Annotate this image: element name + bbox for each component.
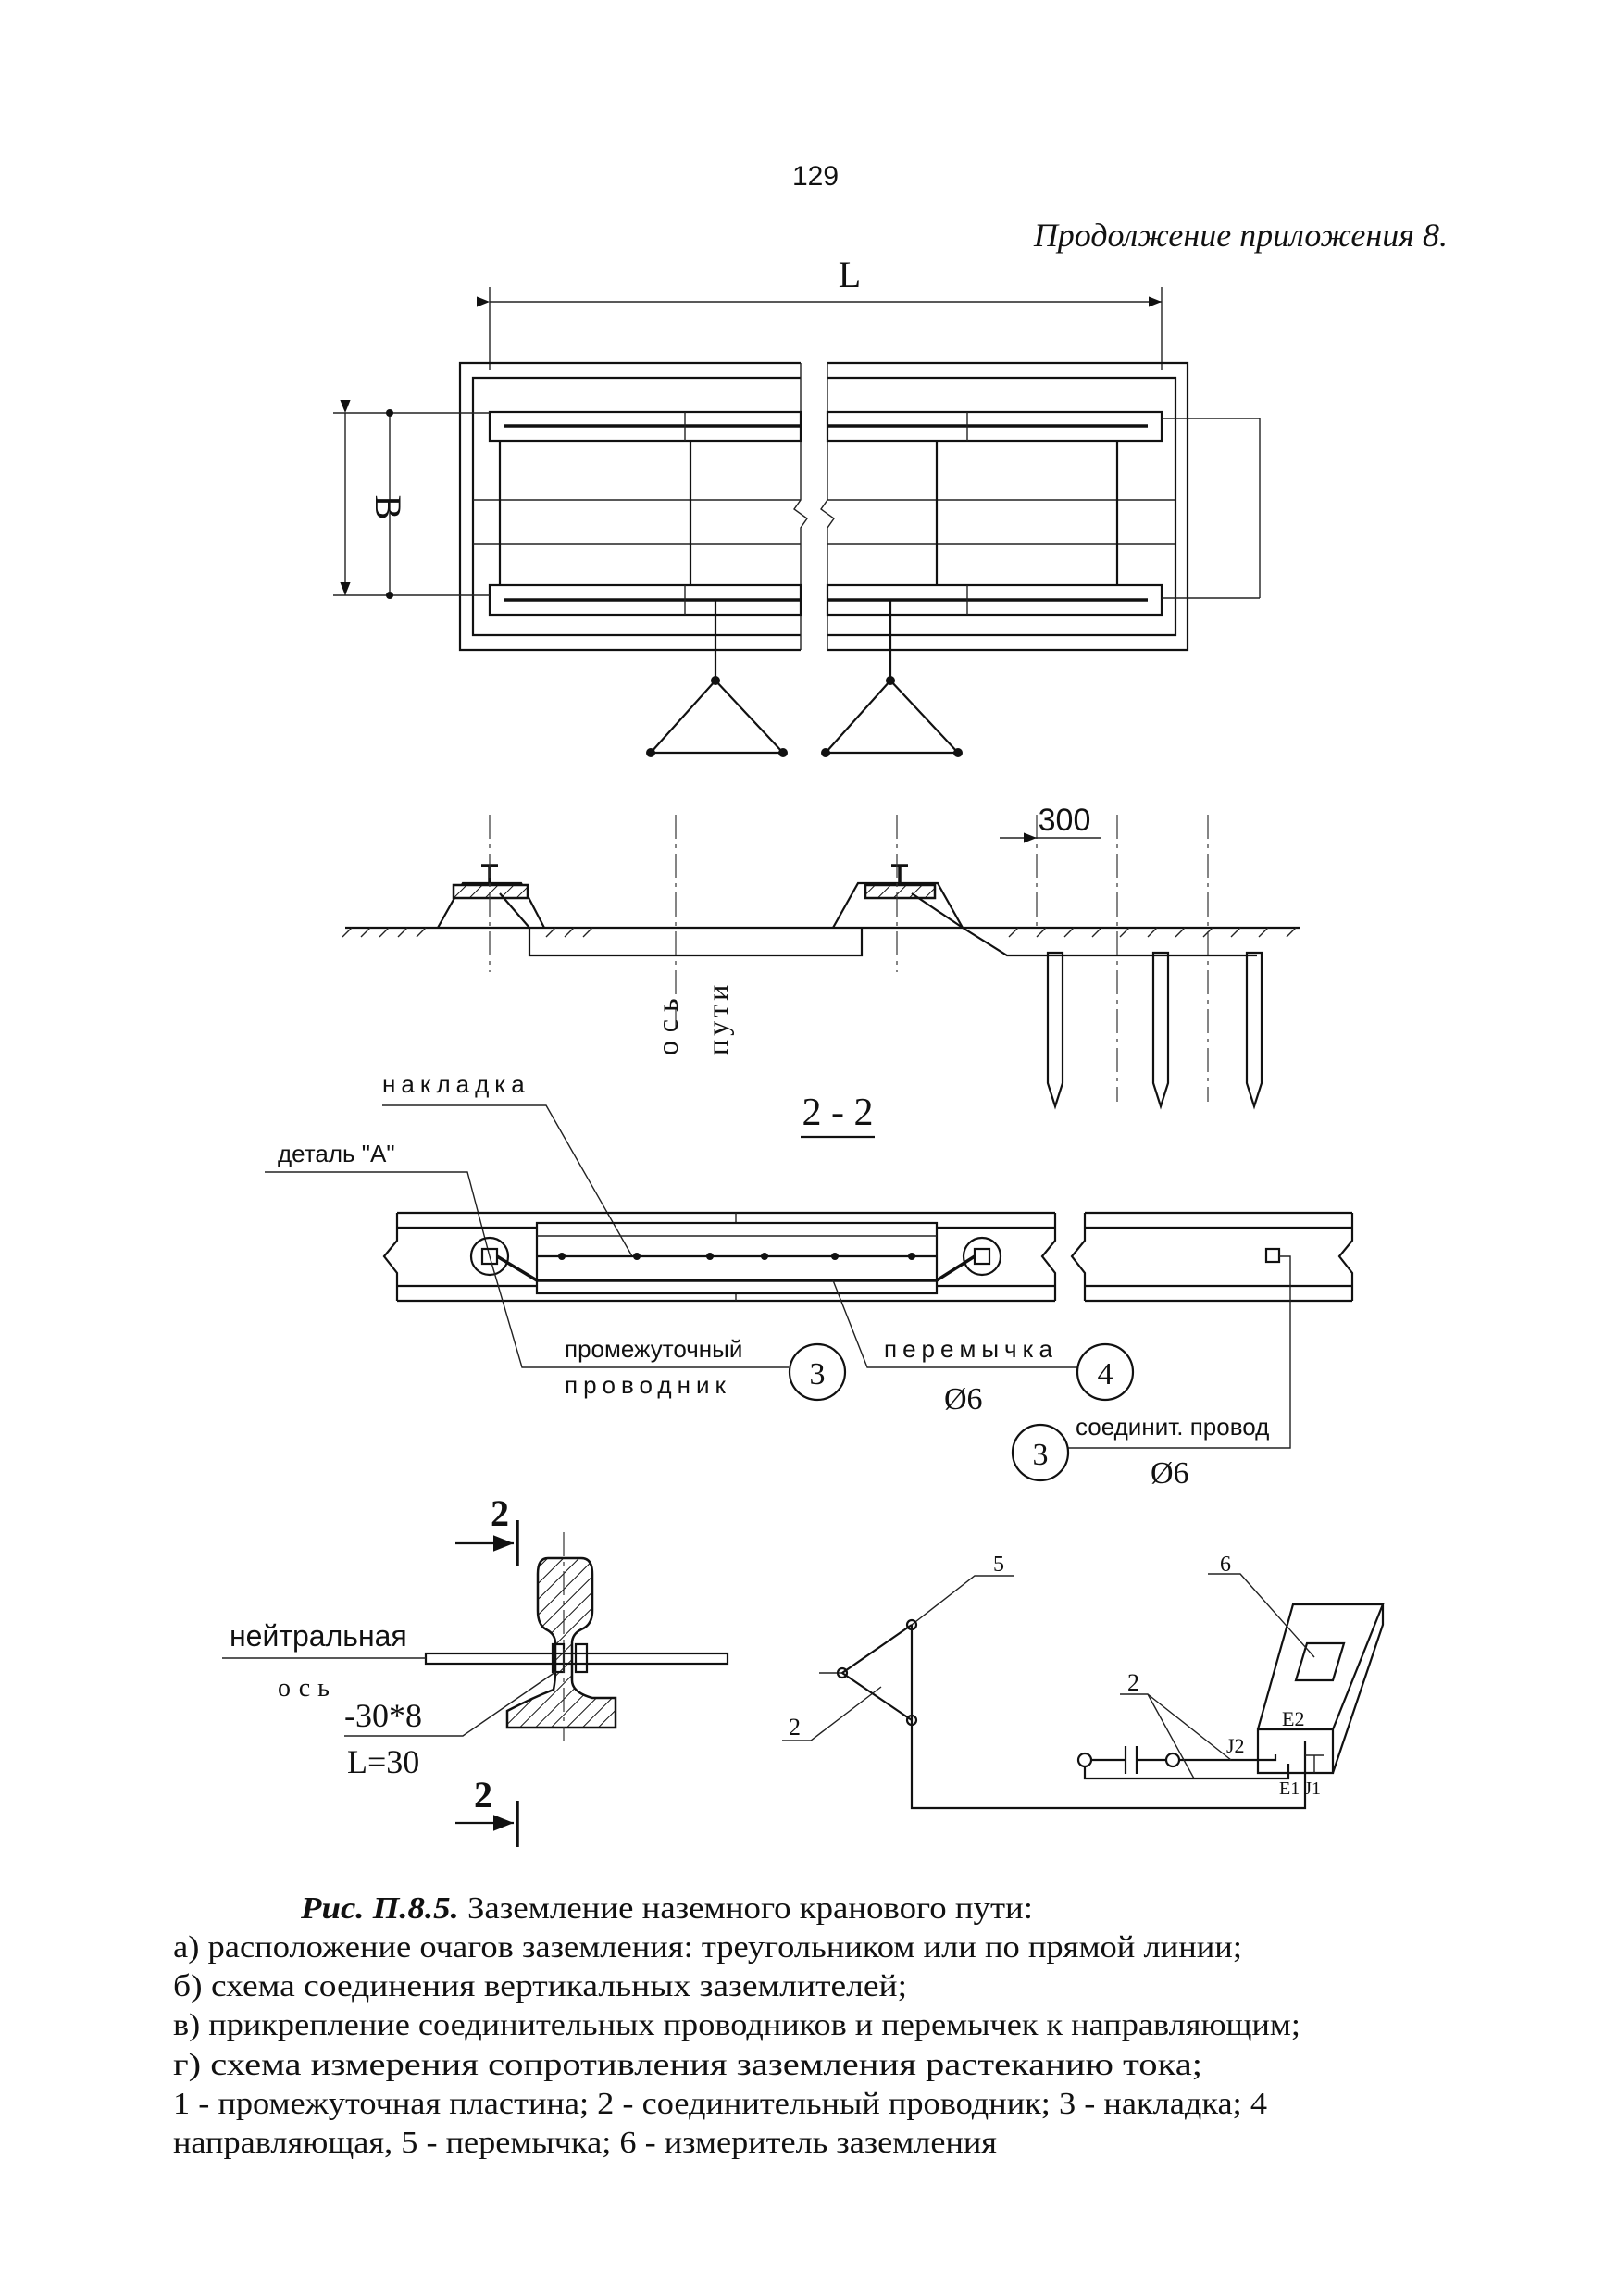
terminal-j2: J2 xyxy=(1226,1734,1245,1757)
caption-line-d: г) схема измерения сопротивления заземле… xyxy=(173,2048,1202,2082)
figure-reference: Рис. П.8.5. xyxy=(300,1891,459,1926)
measurement-scheme: 5 2 2 J2 E2 E1 J1 6 xyxy=(782,1553,1385,1810)
connector-diameter: Ø6 xyxy=(1151,1456,1189,1491)
plan-view: L xyxy=(333,254,1261,757)
callout-3-text: 3 xyxy=(810,1357,826,1391)
cut-mark-bottom: 2 xyxy=(474,1774,492,1816)
label-6: 6 xyxy=(1220,1553,1231,1577)
callout-3b-text: 3 xyxy=(1033,1438,1049,1472)
detail-a-label: деталь "А" xyxy=(278,1140,395,1167)
rail-top xyxy=(488,410,1163,443)
figure-title: Заземление наземного кранового пути: xyxy=(459,1891,1033,1926)
label-5: 5 xyxy=(993,1553,1004,1577)
label-2a: 2 xyxy=(789,1714,801,1741)
callout-4-text: 4 xyxy=(1098,1357,1113,1391)
track-axis-label-2: пути xyxy=(701,981,734,1055)
continuation-heading: Продолжение приложения 8. xyxy=(1033,217,1448,254)
track-axis-label-1: ось xyxy=(651,991,684,1055)
caption-legend-1: 1 - промежуточная пластина; 2 - соединит… xyxy=(173,2087,1267,2121)
caption-line-c: в) прикрепление соединительных проводник… xyxy=(173,2008,1300,2042)
caption-title: Рис. П.8.5. Заземление наземного краново… xyxy=(300,1891,1033,1926)
plate-size-label: -30*8 xyxy=(344,1697,422,1734)
figure-caption: Рис. П.8.5. Заземление наземного краново… xyxy=(173,1891,1300,2160)
callout-3-connector xyxy=(1011,1423,1070,1482)
dimension-length: L xyxy=(839,254,861,295)
page-number: 129 xyxy=(792,161,839,192)
intermediate-conductor-label-2: проводник xyxy=(565,1371,731,1399)
dimension-width: B xyxy=(367,495,409,520)
section-title: 2 - 2 xyxy=(802,1092,874,1134)
section-2-2: 2 - 2 накладка деталь "А" 3 промежуточны… xyxy=(265,1070,1354,1491)
ground-resistance-meter xyxy=(1256,1603,1385,1775)
neutral-axis-label-2: ось xyxy=(278,1674,337,1703)
rail-cross-section: 2 нейтральная ось -30*8 L=30 2 xyxy=(222,1492,729,1847)
label-2b: 2 xyxy=(1127,1669,1139,1696)
caption-line-b: б) схема соединения вертикальных заземли… xyxy=(173,1969,907,2003)
terminal-e2: E2 xyxy=(1282,1707,1304,1730)
rivets xyxy=(558,1253,915,1260)
vertical-electrodes-section: 300 ось пути xyxy=(342,803,1300,1110)
plate-length-label: L=30 xyxy=(347,1743,419,1780)
caption-legend-2: направляющая, 5 - перемычка; 6 - измерит… xyxy=(173,2126,997,2160)
intermediate-conductor-label-1: промежуточный xyxy=(565,1335,742,1363)
cut-mark-top: 2 xyxy=(491,1492,509,1534)
jumper-diameter: Ø6 xyxy=(944,1382,983,1416)
jumper-label: перемычка xyxy=(884,1335,1058,1363)
overlay-label: накладка xyxy=(382,1070,530,1098)
rail-bottom xyxy=(488,583,1163,617)
ground-rods xyxy=(1046,951,1263,1110)
callout-3-intermediate xyxy=(788,1342,847,1402)
connector-wire-label: соединит. провод xyxy=(1076,1413,1269,1441)
grounding-triangle-1 xyxy=(646,600,788,757)
callout-4-jumper xyxy=(1076,1342,1135,1402)
grounding-triangle-2 xyxy=(821,600,963,757)
neutral-axis-label-1: нейтральная xyxy=(230,1619,407,1653)
terminal-e1-j1: E1 J1 xyxy=(1279,1778,1321,1799)
dimension-spacing: 300 xyxy=(1039,803,1091,838)
caption-line-a: а) расположение очагов заземления: треуг… xyxy=(173,1930,1242,1965)
